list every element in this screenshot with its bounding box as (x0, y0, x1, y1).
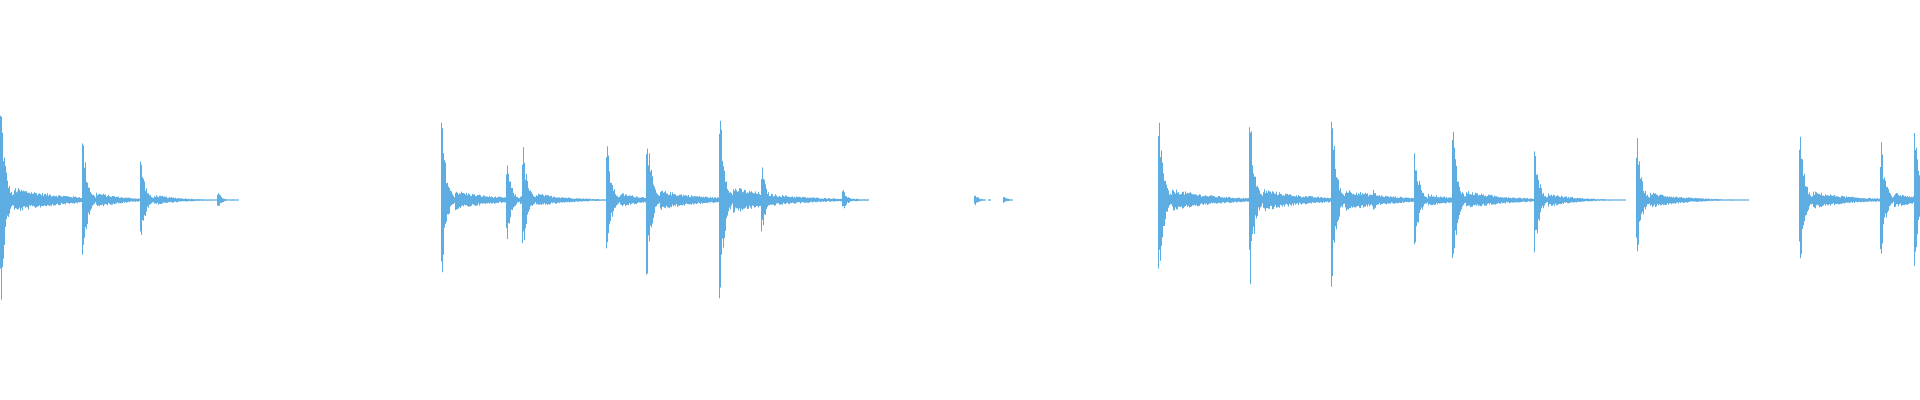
waveform-bars (0, 115, 1920, 300)
